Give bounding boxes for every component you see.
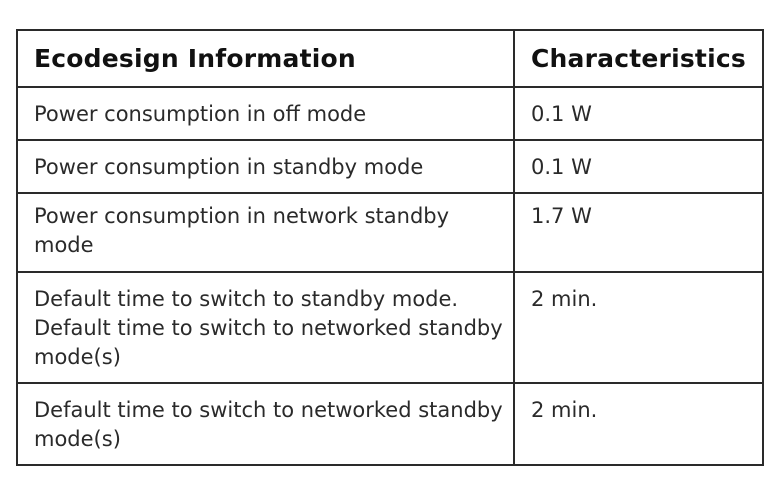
header-row: Ecodesign Information Characteristics xyxy=(16,29,764,88)
table-row: Default time to switch to networked stan… xyxy=(16,382,764,466)
row-value: 1.7 W xyxy=(513,192,764,273)
row-label: Power consumption in off mode xyxy=(16,86,515,141)
table-row: Power consumption in network standby mod… xyxy=(16,192,764,273)
row-label: Default time to switch to standby mode. … xyxy=(16,271,515,384)
row-label: Default time to switch to networked stan… xyxy=(16,382,515,466)
row-value: 2 min. xyxy=(513,382,764,466)
row-label: Power consumption in network standby mod… xyxy=(16,192,515,273)
row-value: 0.1 W xyxy=(513,139,764,194)
table-row: Power consumption in standby mode 0.1 W xyxy=(16,139,764,194)
table-row: Default time to switch to standby mode. … xyxy=(16,271,764,384)
ecodesign-table: Ecodesign Information Characteristics Po… xyxy=(16,29,764,466)
table-row: Power consumption in off mode 0.1 W xyxy=(16,86,764,141)
row-label: Power consumption in standby mode xyxy=(16,139,515,194)
header-characteristics: Characteristics xyxy=(513,29,764,88)
header-ecodesign-information: Ecodesign Information xyxy=(16,29,515,88)
row-value: 0.1 W xyxy=(513,86,764,141)
row-value: 2 min. xyxy=(513,271,764,384)
